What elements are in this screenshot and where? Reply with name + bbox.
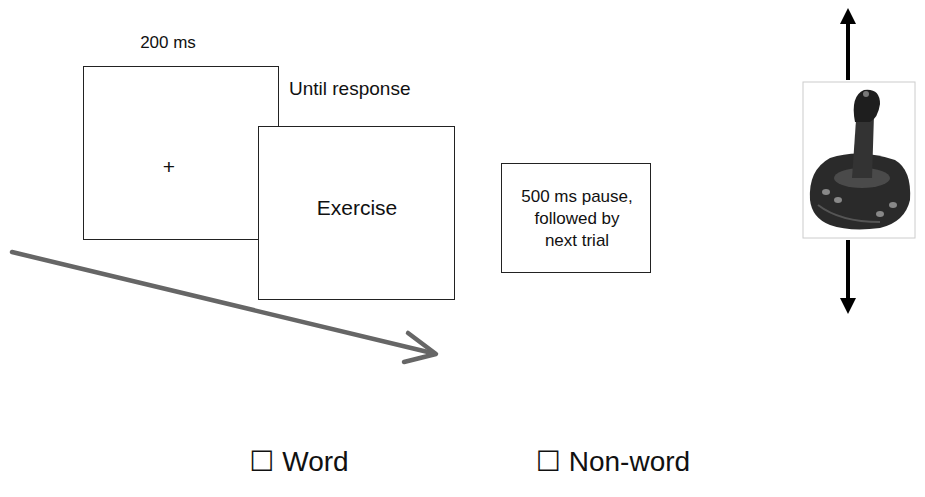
duration-label: 200 ms bbox=[140, 32, 196, 54]
text-slot: Exercise bbox=[317, 194, 398, 221]
down-arrow bbox=[846, 240, 850, 306]
text-slot: + bbox=[163, 153, 175, 180]
trial-screen: 500 ms pause, followed by next trial bbox=[501, 163, 651, 273]
trial-screen: 200 ms+ bbox=[83, 66, 279, 240]
text-slot: 500 ms pause, followed by next trial bbox=[518, 186, 636, 252]
stimulus-word: Exercise bbox=[317, 194, 398, 221]
text-slot: ☐ Word bbox=[249, 444, 348, 480]
up-arrow bbox=[846, 16, 850, 80]
fixation-cross: + bbox=[163, 153, 175, 180]
duration-label: Until response bbox=[289, 77, 410, 102]
trial-screen: Until responseExercise bbox=[258, 126, 455, 300]
joystick-picture bbox=[803, 82, 915, 238]
text-slot: ☐ Non-word bbox=[536, 444, 690, 480]
text-slot: Until response bbox=[289, 77, 410, 102]
response-option: ☐ Non-word bbox=[536, 444, 690, 480]
pause-text: 500 ms pause, followed by next trial bbox=[518, 186, 636, 252]
response-option: ☐ Word bbox=[249, 444, 348, 480]
text-slot: 200 ms bbox=[140, 32, 196, 54]
